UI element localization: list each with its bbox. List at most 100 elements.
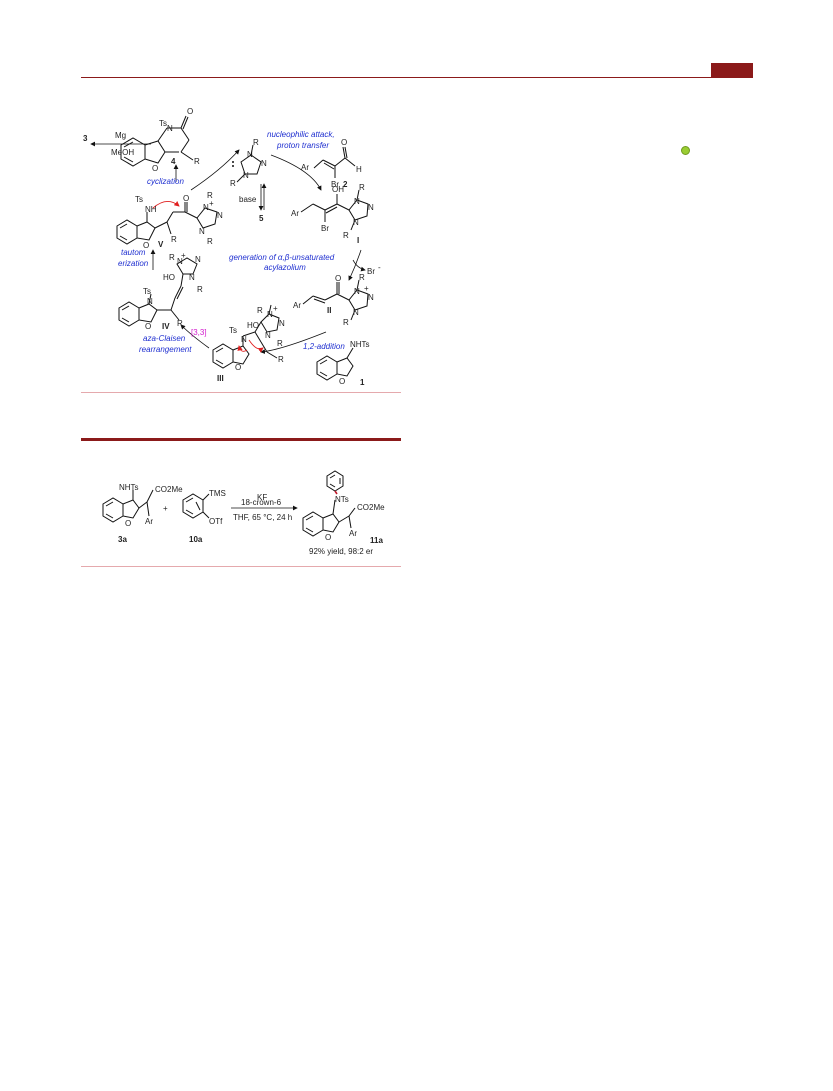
compound-11a-structure	[302, 470, 356, 537]
intermediate-label-II: II	[327, 306, 331, 315]
atom-n: N	[353, 308, 359, 317]
intermediate-label-V: V	[158, 240, 164, 249]
scheme1-bottom-rule	[81, 392, 401, 393]
step-proton-transfer: proton transfer	[276, 141, 329, 150]
compound-3a-structure	[102, 489, 154, 523]
atom-o: O	[152, 164, 158, 173]
arylation-scheme: NHTs CO2Me Ar O 3a + TMS OTf 10a KF 18-c…	[102, 470, 385, 556]
atom-r: R	[343, 318, 349, 327]
compound-label-1: 1	[360, 378, 365, 387]
atom-r: R	[253, 138, 259, 147]
catalytic-cycle-scheme: Ts N O O R 4 3 Mg MeOH nucleophilic atta…	[83, 107, 381, 387]
atom-r: R	[197, 285, 203, 294]
compound-4-structure	[120, 115, 194, 167]
atom-r: R	[194, 157, 200, 166]
atom-nhts: NHTs	[350, 340, 370, 349]
intermediate-IV-structure	[118, 257, 198, 327]
atom-n: N	[265, 331, 271, 340]
atom-n: N	[368, 203, 374, 212]
atom-ts: Ts	[229, 326, 237, 335]
label-co2me: CO2Me	[155, 485, 183, 494]
atom-plus: +	[181, 251, 186, 260]
atom-ar: Ar	[293, 301, 301, 310]
atom-o: O	[143, 241, 149, 250]
atom-ts: Ts	[135, 195, 143, 204]
atom-n: N	[368, 293, 374, 302]
atom-h: H	[356, 165, 362, 174]
atom-o: O	[183, 194, 189, 203]
intermediate-label-III: III	[217, 374, 224, 383]
atom-r: R	[171, 235, 177, 244]
yield-result: 92% yield, 98:2 er	[309, 547, 373, 556]
atom-o: O	[235, 363, 241, 372]
step-tautom-line2: erization	[118, 259, 149, 268]
intermediate-I-structure	[300, 189, 369, 231]
intermediate-V-structure	[116, 202, 218, 245]
atom-r: R	[177, 319, 183, 328]
compound-1-structure	[316, 347, 354, 381]
compound-label-3a: 3a	[118, 535, 127, 544]
reagent-bromide: Br	[367, 267, 375, 276]
reagent-bromide-charge: -	[378, 263, 381, 272]
plus-sign: +	[163, 504, 168, 513]
atom-n: N	[147, 297, 153, 306]
atom-plus: +	[364, 284, 369, 293]
atom-n: N	[279, 319, 285, 328]
label-otf: OTf	[209, 517, 223, 526]
step-tautom-line1: tautom	[121, 248, 146, 257]
atom-plus: +	[273, 304, 278, 313]
atom-r: R	[230, 179, 236, 188]
atom-r: R	[207, 191, 213, 200]
atom-ho: HO	[163, 273, 175, 282]
reagent-base: base	[239, 195, 257, 204]
header-rule	[81, 77, 753, 78]
catalyst-structure	[236, 144, 262, 183]
intermediate-label-I: I	[357, 236, 359, 245]
atom-n: N	[261, 159, 267, 168]
atom-o: O	[341, 138, 347, 147]
atom-r: R	[278, 355, 284, 364]
reagent-mg: Mg	[115, 131, 126, 140]
atom-n: N	[353, 218, 359, 227]
status-dot-icon	[681, 146, 690, 155]
atom-n: N	[217, 211, 223, 220]
compound-2-structure	[313, 146, 356, 178]
compound-label-3: 3	[83, 134, 88, 143]
reagent-meoh: MeOH	[111, 148, 134, 157]
label-co2me: CO2Me	[357, 503, 385, 512]
atom-r: R	[343, 231, 349, 240]
atom-ts: Ts	[159, 119, 167, 128]
atom-n: N	[354, 197, 360, 206]
step-generation-line2: acylazolium	[264, 263, 306, 272]
atom-n: N	[354, 287, 360, 296]
atom-nh: NH	[145, 205, 157, 214]
step-aza-claisen-line2: rearrangement	[139, 345, 192, 354]
compound-label-2: 2	[343, 180, 348, 189]
scheme2-bottom-rule	[81, 566, 401, 567]
atom-ar: Ar	[291, 209, 299, 218]
atom-ho: HO	[247, 321, 259, 330]
label-o: O	[325, 533, 331, 542]
atom-r: R	[277, 339, 283, 348]
atom-br: Br	[331, 180, 339, 189]
intermediate-III-structure	[212, 304, 280, 369]
atom-o: O	[145, 322, 151, 331]
atom-n: N	[241, 335, 247, 344]
atom-o: O	[335, 274, 341, 283]
label-o: O	[125, 519, 131, 528]
intermediate-II-structure	[302, 279, 369, 321]
atom-n: N	[195, 255, 201, 264]
step-cyclization: cyclization	[147, 177, 184, 186]
atom-n: N	[243, 171, 249, 180]
step-nucleophilic-attack: nucleophilic attack,	[267, 130, 335, 139]
label-ar: Ar	[349, 529, 357, 538]
step-generation-line1: generation of α,β-unsaturated	[229, 253, 335, 262]
compound-label-4: 4	[171, 157, 176, 166]
atom-n: N	[167, 124, 173, 133]
step-addition: 1,2-addition	[303, 342, 345, 351]
atom-plus: +	[209, 199, 214, 208]
step-aza-claisen-line1: aza-Claisen	[143, 334, 186, 343]
label-ar: Ar	[145, 517, 153, 526]
reagent-crown: 18-crown-6	[241, 498, 282, 507]
label-nts: NTs	[335, 495, 349, 504]
